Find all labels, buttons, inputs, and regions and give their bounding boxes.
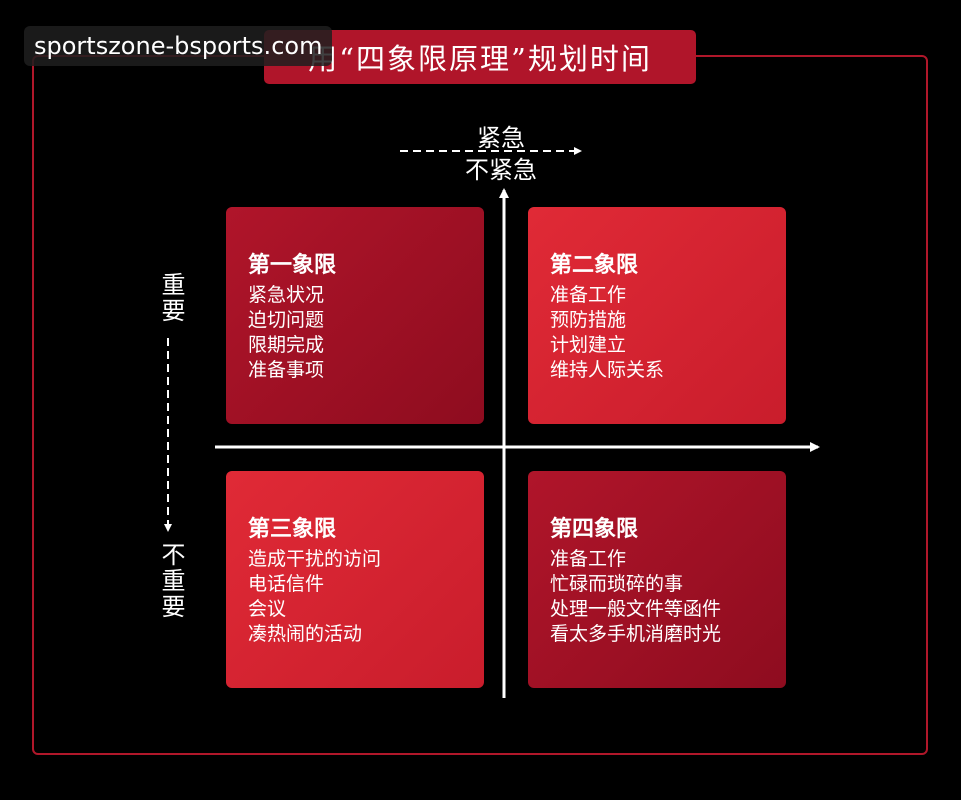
quadrant-item: 处理一般文件等函件	[550, 598, 722, 620]
quadrant-item: 电话信件	[248, 573, 325, 595]
quadrant-item: 准备事项	[248, 359, 325, 381]
quadrant-1: 第一象限 紧急状况 迫切问题 限期完成 准备事项	[226, 207, 484, 424]
quadrant-item: 凑热闹的活动	[248, 623, 363, 645]
quadrant-item: 维持人际关系	[550, 359, 665, 381]
legend-not-urgent-label: 不紧急	[465, 156, 537, 184]
quadrant-title: 第三象限	[248, 516, 337, 542]
quadrant-item: 造成干扰的访问	[248, 548, 382, 570]
important-label: 重要	[157, 272, 185, 324]
quadrant-2: 第二象限 准备工作 预防措施 计划建立 维持人际关系	[528, 207, 786, 424]
quadrant-item: 紧急状况	[248, 284, 325, 306]
quadrant-item: 忙碌而琐碎的事	[550, 573, 684, 595]
quadrant-item: 准备工作	[550, 284, 627, 306]
quadrant-4: 第四象限 准备工作 忙碌而琐碎的事 处理一般文件等函件 看太多手机消磨时光	[528, 471, 786, 688]
watermark: sportszone-bsports.com	[24, 26, 333, 66]
quadrant-item: 预防措施	[550, 309, 627, 331]
quadrant-item: 迫切问题	[248, 309, 325, 331]
quadrant-item: 会议	[248, 598, 287, 620]
quadrant-3: 第三象限 造成干扰的访问 电话信件 会议 凑热闹的活动	[226, 471, 484, 688]
quadrant-item: 计划建立	[550, 334, 627, 356]
quadrant-item: 看太多手机消磨时光	[550, 623, 722, 645]
not-important-label: 不重要	[157, 542, 185, 620]
quadrant-title: 第一象限	[248, 252, 337, 278]
quadrant-title: 第四象限	[550, 516, 639, 542]
quadrant-item: 准备工作	[550, 548, 627, 570]
legend-urgent-label: 紧急	[477, 124, 525, 152]
diagram-title: 用“四象限原理”规划时间	[264, 30, 696, 84]
quadrant-title: 第二象限	[550, 252, 639, 278]
quadrant-item: 限期完成	[248, 334, 325, 356]
